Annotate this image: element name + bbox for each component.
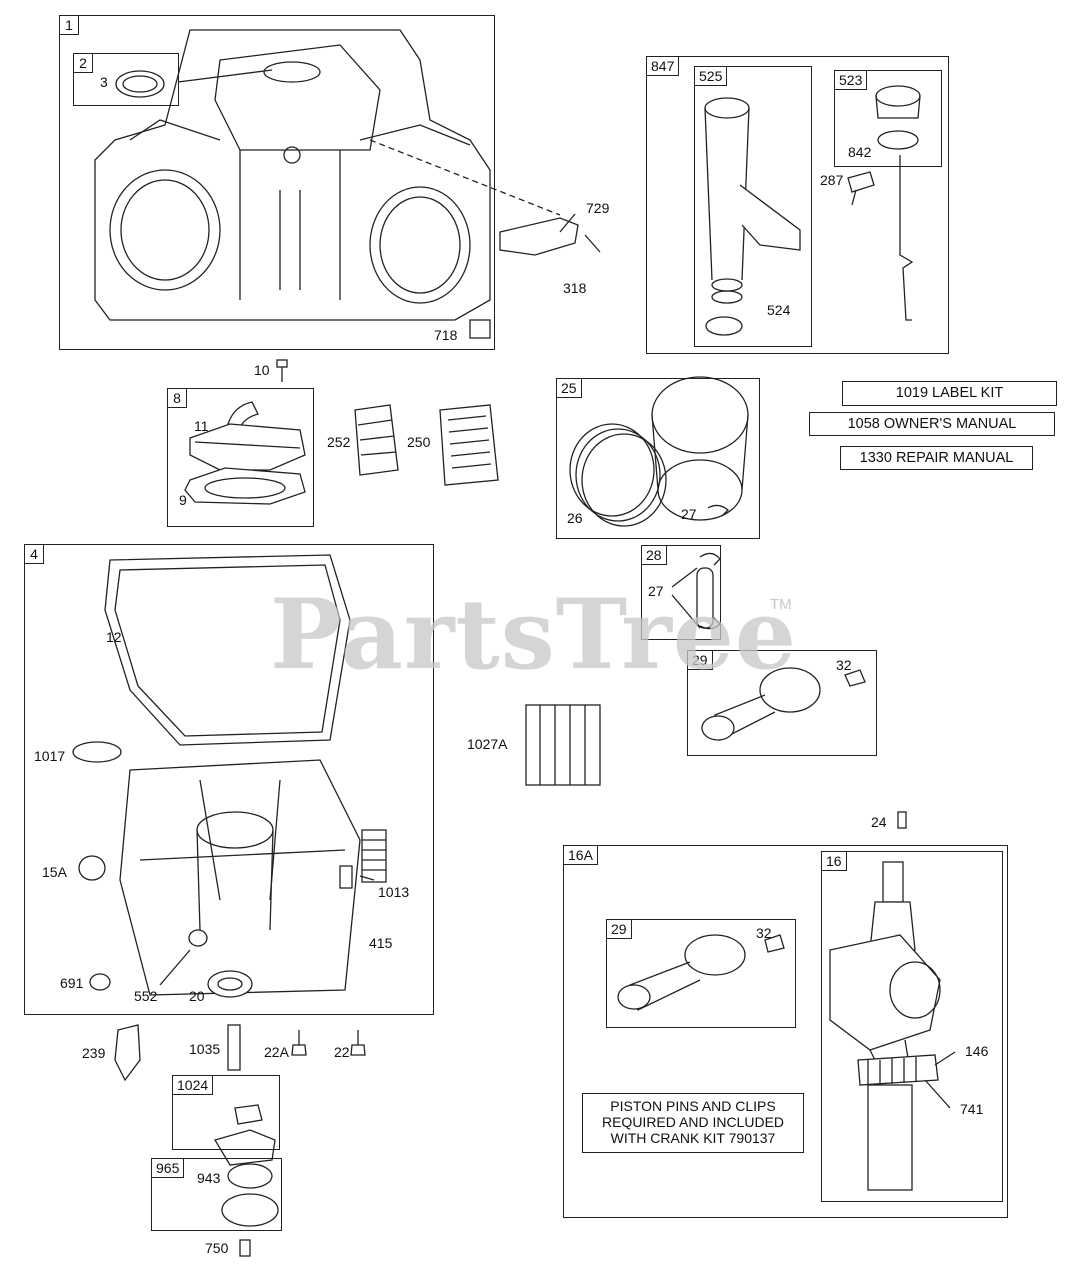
group-tag: 28: [641, 545, 667, 565]
callout-250: 250: [407, 434, 431, 450]
callout-32-upper: 32: [836, 657, 852, 673]
group-tag: 847: [646, 56, 680, 76]
callout-718: 718: [434, 327, 458, 343]
callout-741: 741: [960, 1101, 984, 1117]
owners-manual-note: 1058 OWNER'S MANUAL: [809, 412, 1055, 436]
group-tag: 8: [167, 388, 187, 408]
group-box-2: 2: [73, 53, 179, 106]
callout-318: 318: [563, 280, 587, 296]
group-box-523: 523: [834, 70, 942, 167]
callout-20: 20: [189, 988, 205, 1004]
group-tag: 16: [821, 851, 847, 871]
cylinder-block-drawing: [94, 29, 561, 321]
callout-1027A: 1027A: [467, 736, 508, 752]
group-tag: 16A: [563, 845, 598, 865]
callout-1017: 1017: [34, 748, 66, 764]
group-box-525: 525: [694, 66, 812, 347]
group-tag: 4: [24, 544, 44, 564]
callout-146: 146: [965, 1043, 989, 1059]
callout-1013: 1013: [378, 884, 410, 900]
group-tag: 29: [606, 919, 632, 939]
group-tag: 965: [151, 1158, 185, 1178]
callout-10: 10: [254, 362, 270, 378]
crank-kit-note-line-3: WITH CRANK KIT 790137: [610, 1130, 776, 1146]
callout-22A: 22A: [264, 1044, 289, 1060]
group-box-847: 847: [646, 56, 949, 354]
callout-9: 9: [179, 492, 187, 508]
crank-kit-note: PISTON PINS AND CLIPS REQUIRED AND INCLU…: [582, 1093, 804, 1153]
group-box-29-lower: 29: [606, 919, 796, 1028]
callout-729: 729: [586, 200, 610, 216]
callout-27-pin: 27: [648, 583, 664, 599]
group-box-28: 28: [641, 545, 721, 640]
group-box-16A: 16A: [563, 845, 1008, 1218]
callout-32-lower: 32: [756, 925, 772, 941]
callout-26: 26: [567, 510, 583, 526]
repair-manual-note: 1330 REPAIR MANUAL: [840, 446, 1033, 470]
crank-kit-note-line-1: PISTON PINS AND CLIPS: [610, 1098, 776, 1114]
group-tag: 25: [556, 378, 582, 398]
trademark-symbol: TM: [770, 596, 792, 613]
callout-691: 691: [60, 975, 84, 991]
callout-15A: 15A: [42, 864, 67, 880]
group-box-1024: 1024: [172, 1075, 280, 1150]
callout-22: 22: [334, 1044, 350, 1060]
callout-3: 3: [100, 74, 108, 90]
group-tag: 523: [834, 70, 868, 90]
group-box-965: 965: [151, 1158, 282, 1231]
callout-252: 252: [327, 434, 351, 450]
callout-1035: 1035: [189, 1041, 221, 1057]
group-tag: 525: [694, 66, 728, 86]
label-kit-note: 1019 LABEL KIT: [842, 381, 1057, 406]
callout-287: 287: [820, 172, 844, 188]
callout-12: 12: [106, 629, 122, 645]
group-box-25: 25: [556, 378, 760, 539]
group-tag: 1024: [172, 1075, 214, 1095]
group-tag: 2: [73, 53, 93, 73]
callout-415: 415: [369, 935, 393, 951]
group-box-29-upper: 29: [687, 650, 877, 756]
callout-750: 750: [205, 1240, 229, 1256]
crank-kit-note-line-2: REQUIRED AND INCLUDED: [601, 1114, 785, 1130]
callout-842: 842: [848, 144, 872, 160]
callout-943: 943: [197, 1170, 221, 1186]
group-box-4: 4: [24, 544, 434, 1015]
callout-524: 524: [767, 302, 791, 318]
group-tag: 29: [687, 650, 713, 670]
callout-27-piston: 27: [681, 506, 697, 522]
callout-11: 11: [194, 418, 209, 434]
group-tag: 1: [59, 15, 79, 35]
group-box-1: 1: [59, 15, 495, 350]
group-box-8: 8: [167, 388, 314, 527]
callout-552: 552: [134, 988, 158, 1004]
partstree-watermark: PartsTree: [270, 578, 797, 691]
callout-239: 239: [82, 1045, 106, 1061]
callout-24: 24: [871, 814, 887, 830]
group-box-16: 16: [821, 851, 1003, 1202]
